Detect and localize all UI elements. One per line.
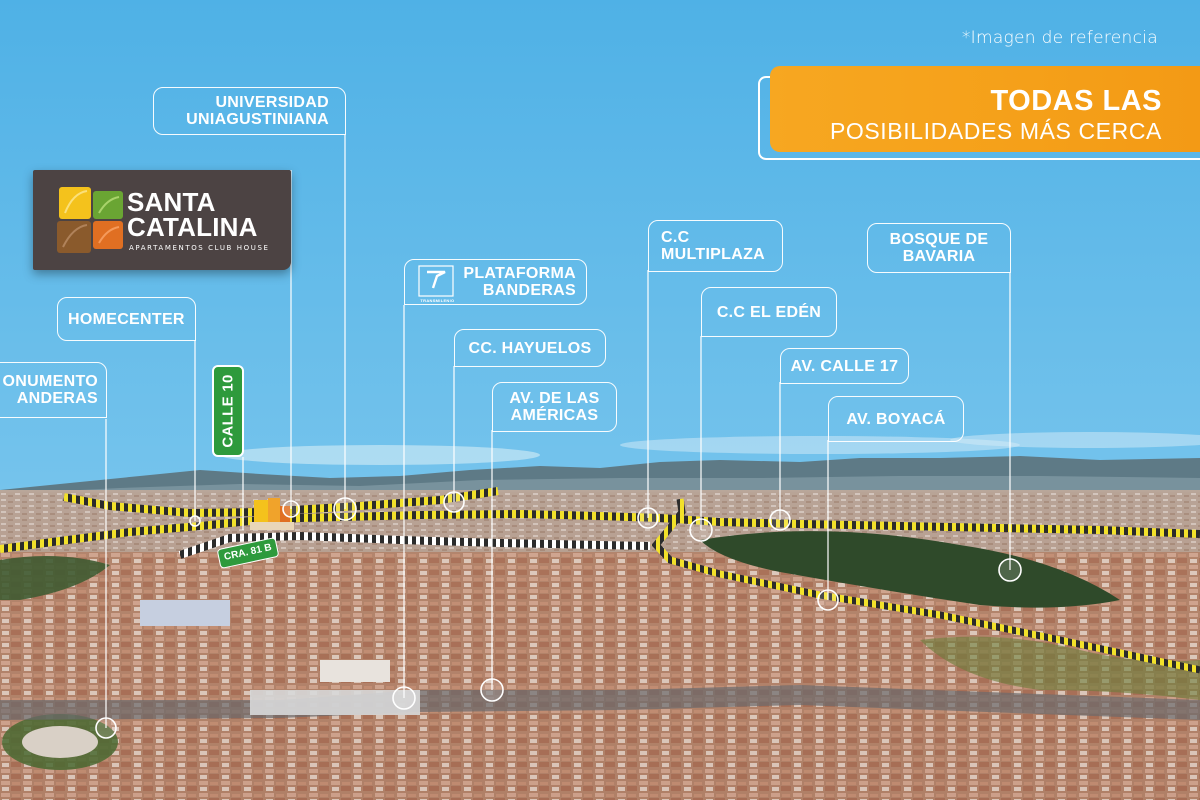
pin-bavaria <box>998 558 1022 582</box>
label-bavaria-line-1: BOSQUE DE <box>889 231 989 248</box>
transmilenio-wordmark: TRANSMILENIO <box>420 298 455 303</box>
leaf-tiles-icon <box>57 187 123 253</box>
label-multiplaza: C.C MULTIPLAZA <box>648 220 783 272</box>
label-americas: AV. DE LAS AMÉRICAS <box>492 382 617 432</box>
pin-monumento <box>95 717 117 739</box>
label-plataforma-line-2: BANDERAS <box>482 282 576 299</box>
banner-line-1: TODAS LAS <box>990 85 1162 117</box>
brand-subtitle: APARTAMENTOS CLUB HOUSE <box>129 244 270 252</box>
road-sign-calle-10-text: CALLE 10 <box>219 374 237 448</box>
label-bavaria-line-2: BAVARIA <box>902 248 976 265</box>
transmilenio-icon: TRANSMILENIO <box>415 264 457 303</box>
pin-boyaca <box>817 589 839 611</box>
banner-line-2: POSIBILIDADES MÁS CERCA <box>829 118 1162 144</box>
label-multiplaza-line-2: MULTIPLAZA <box>661 246 766 263</box>
label-calle17-line-1: AV. CALLE 17 <box>790 357 899 375</box>
label-monumento: ONUMENTO ANDERAS <box>0 362 107 418</box>
label-homecenter-line-1: HOMECENTER <box>68 310 185 328</box>
label-hayuelos: CC. HAYUELOS <box>454 329 606 367</box>
pin-multiplaza <box>637 507 659 529</box>
label-eden-line-1: C.C EL EDÉN <box>716 303 822 321</box>
label-plataforma-line-1: PLATAFORMA <box>463 265 576 282</box>
pin-eden <box>689 518 713 542</box>
banner-box: TODAS LAS POSIBILIDADES MÁS CERCA <box>770 66 1200 152</box>
label-boyaca-line-1: AV. BOYACÁ <box>846 410 946 428</box>
label-universidad-line-2: UNIAGUSTINIANA <box>186 111 329 128</box>
brand-title-line-1: SANTA <box>127 187 216 217</box>
label-boyaca: AV. BOYACÁ <box>828 396 964 442</box>
brand-title: SANTA CATALINA <box>127 187 287 242</box>
label-universidad: UNIVERSIDAD UNIAGUSTINIANA <box>153 87 346 135</box>
pin-americas <box>480 678 504 702</box>
reference-note: *Imagen de referencia <box>961 28 1158 48</box>
label-monumento-line-1: ONUMENTO <box>2 373 98 390</box>
santa-catalina-logo: SANTA CATALINA APARTAMENTOS CLUB HOUSE <box>33 170 291 270</box>
label-bavaria: BOSQUE DE BAVARIA <box>867 223 1011 273</box>
road-sign-calle-10: CALLE 10 <box>212 365 244 457</box>
label-americas-line-1: AV. DE LAS <box>509 390 600 407</box>
pin-plataforma <box>392 686 416 710</box>
headline-banner: TODAS LAS POSIBILIDADES MÁS CERCA <box>758 66 1200 162</box>
label-multiplaza-line-1: C.C <box>661 229 690 246</box>
label-americas-line-2: AMÉRICAS <box>510 407 599 424</box>
label-plataforma: TRANSMILENIO PLATAFORMA BANDERAS <box>404 259 587 305</box>
pin-homecenter <box>189 515 201 527</box>
label-universidad-line-1: UNIVERSIDAD <box>215 94 329 111</box>
pin-calle17 <box>769 509 791 531</box>
pin-universidad <box>333 497 357 521</box>
label-homecenter: HOMECENTER <box>57 297 196 341</box>
pin-santa-catalina <box>282 500 300 518</box>
label-hayuelos-line-1: CC. HAYUELOS <box>468 339 592 357</box>
label-calle17: AV. CALLE 17 <box>780 348 909 384</box>
brand-title-line-2: CATALINA <box>127 212 258 242</box>
label-monumento-line-2: ANDERAS <box>16 390 98 407</box>
pin-hayuelos <box>443 491 465 513</box>
label-eden: C.C EL EDÉN <box>701 287 837 337</box>
